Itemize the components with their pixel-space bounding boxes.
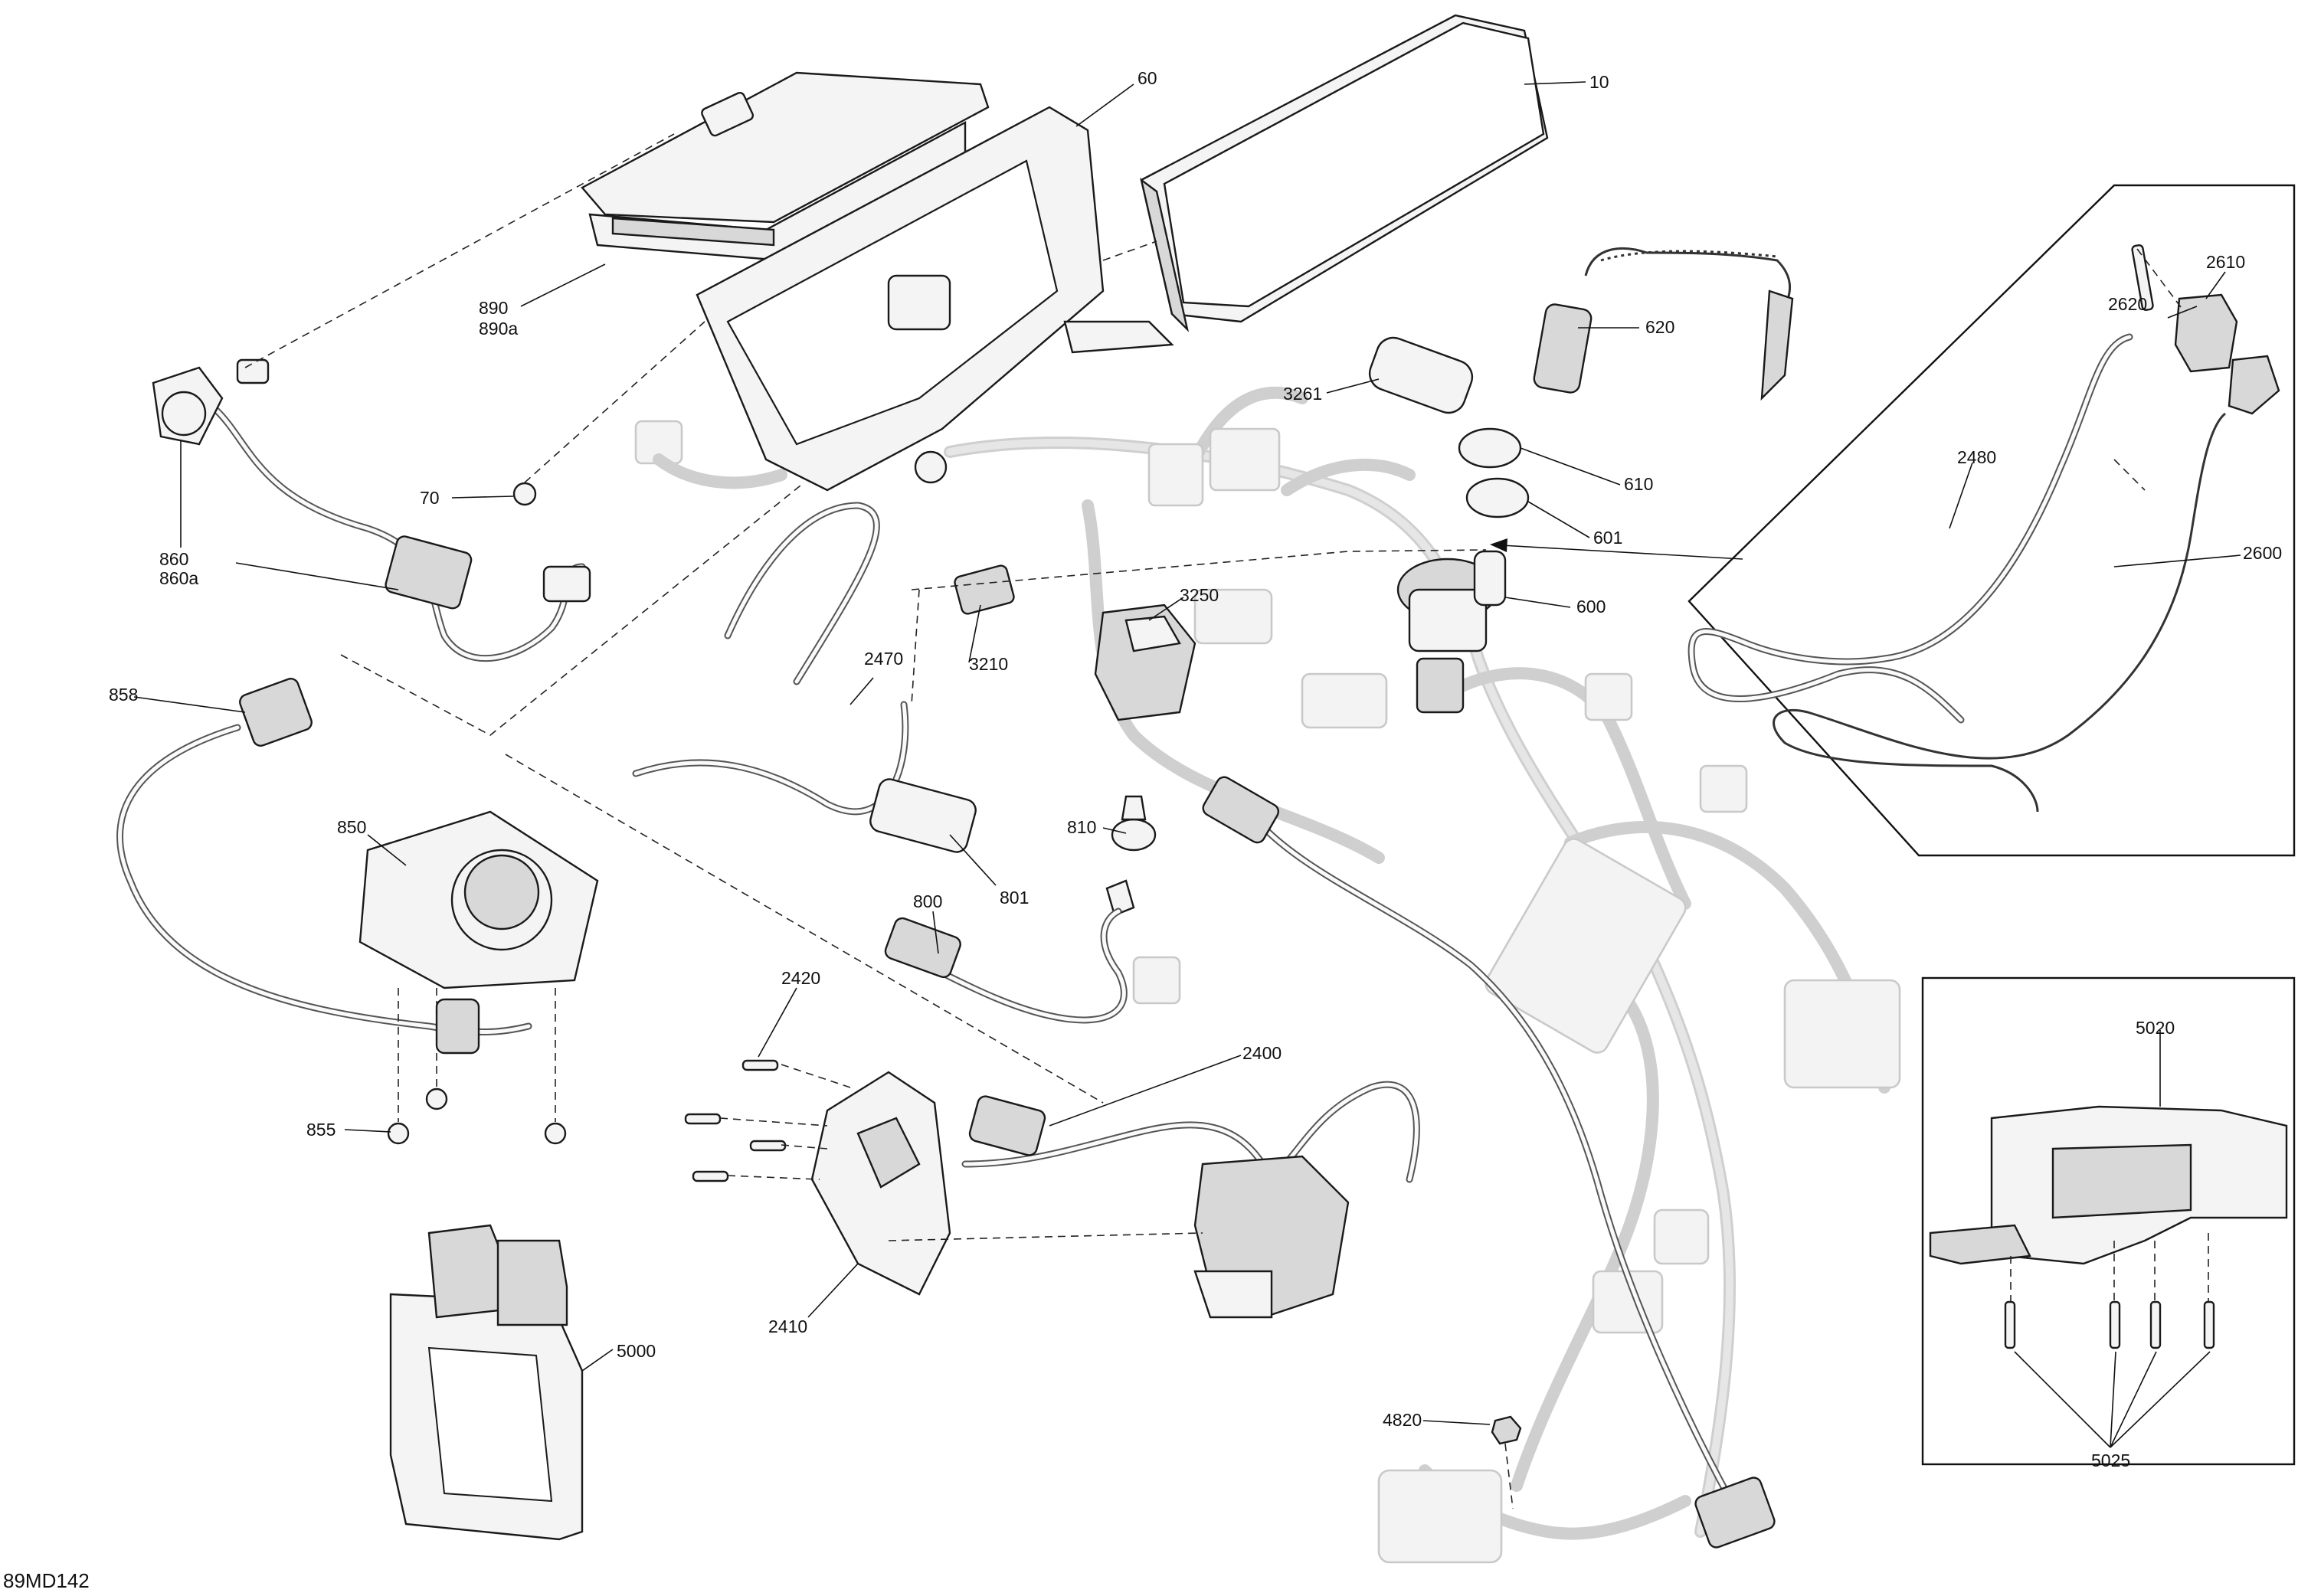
part-890-cover [581,71,990,262]
wiring-harness-ghost [634,282,1901,1564]
part-860-harness [152,358,591,662]
part-5000-ecu [389,1224,584,1541]
callout-620: 620 [1645,317,1674,337]
diagram-id: 89MD142 [3,1569,90,1592]
callout-860a: 860a [159,568,198,588]
part-601-washer [1465,477,1530,518]
part-2420-screws [684,1059,787,1182]
callout-890: 890 [479,298,508,318]
part-2470-tube [632,502,909,816]
callout-850: 850 [337,817,366,837]
callout-600: 600 [1576,597,1606,616]
part-850-control-pad [116,678,599,1145]
callout-10: 10 [1589,72,1609,92]
callout-60: 60 [1138,68,1157,88]
part-600-ignition-switch [1396,550,1507,714]
callout-855: 855 [306,1120,336,1140]
callout-5025: 5025 [2091,1450,2130,1470]
part-3250-switch [1094,603,1196,721]
part-70-grommet [512,482,537,506]
callout-800: 800 [913,891,942,911]
callout-860: 860 [159,549,188,569]
callout-labels: 10 60 70 600 601 610 620 800 801 810 850… [3,68,2282,1592]
callout-2400: 2400 [1242,1043,1282,1063]
part-3210-connector [954,564,1015,615]
callout-3261: 3261 [1283,384,1322,404]
callout-858: 858 [109,685,138,705]
leader-lines [133,81,2241,1448]
part-60-bracket [696,106,1174,492]
callout-2620: 2620 [2108,294,2147,314]
part-801-seal [869,778,977,853]
callout-801: 801 [1000,888,1029,908]
inset-box-lower-right [1921,976,2296,1466]
part-3261-seal [1368,336,1474,414]
callout-810: 810 [1067,817,1096,837]
callout-70: 70 [420,488,440,508]
callout-2470: 2470 [864,649,903,669]
callout-5020: 5020 [2136,1018,2175,1038]
part-610-nut [1458,427,1522,469]
callout-2480: 2480 [1957,447,1996,467]
part-620-tether [1533,247,1794,401]
part-2410-bracket [810,1071,951,1296]
callout-2410: 2410 [768,1316,807,1336]
callout-890a: 890a [479,319,518,338]
callout-601: 601 [1593,528,1622,548]
part-800-810-sensor [884,795,1157,1024]
callout-3250: 3250 [1180,585,1219,605]
callout-3210: 3210 [969,654,1008,674]
part-2400-switch-pack [961,1081,1420,1319]
assembly-dashed-lines [244,133,2209,1509]
callout-2420: 2420 [781,968,820,988]
reference-arrow [1490,538,1743,560]
callout-2600: 2600 [2243,543,2282,563]
callout-4820: 4820 [1383,1410,1422,1430]
callout-5000: 5000 [617,1341,656,1361]
inset-box-right [1687,184,2296,857]
main-wire [1202,776,1776,1549]
part-10-display [1140,14,1549,332]
callout-2610: 2610 [2206,252,2245,272]
part-4820-nut [1491,1415,1522,1445]
callout-610: 610 [1624,474,1653,494]
